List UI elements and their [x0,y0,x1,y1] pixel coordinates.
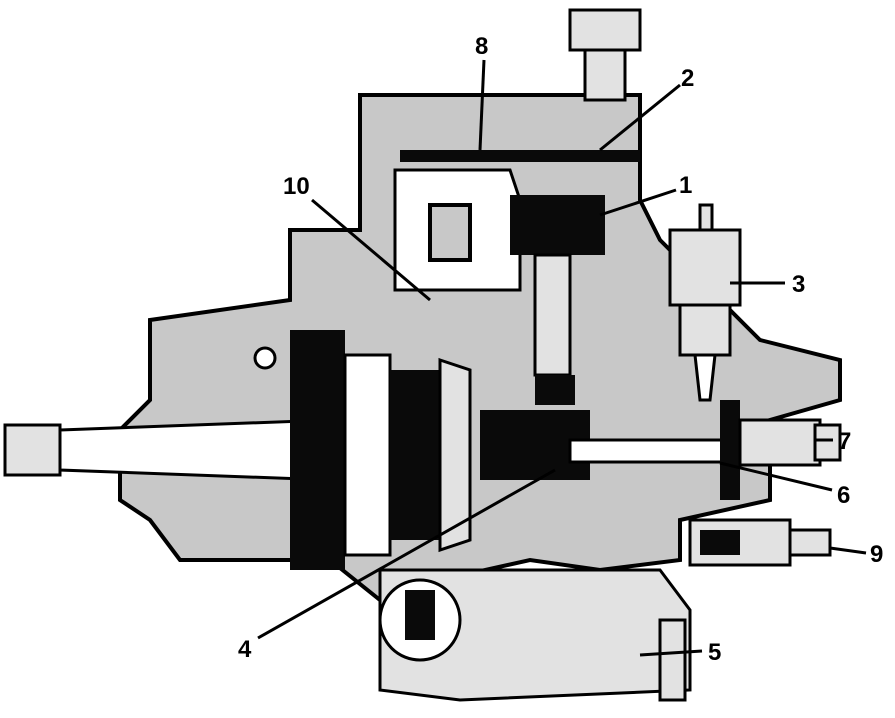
callout-9: 9 [870,541,883,568]
leader-9 [829,546,867,555]
callout-1: 1 [679,172,692,199]
leader-lines [257,59,867,657]
leader-8 [478,59,486,151]
leader-10 [311,198,431,302]
callout-8: 8 [475,33,488,60]
top-bolt-shank [583,48,627,102]
shaft-spline [3,423,62,477]
leader-6 [719,461,833,492]
leader-4 [257,468,556,640]
control-plate [400,150,640,162]
fuel-cutoff-solenoid [668,203,742,402]
leader-1 [599,188,677,217]
overflow-valve [688,518,832,567]
callout-6: 6 [837,482,850,509]
leader-2 [599,83,681,152]
callout-10: 10 [283,173,310,200]
callout-7: 7 [838,428,851,455]
solenoid-core [428,203,472,262]
callout-5: 5 [708,639,721,666]
pump-housing [118,8,842,702]
callout-2: 2 [681,65,694,92]
cam-disc [438,357,472,553]
callout-4: 4 [238,636,252,663]
top-bolt-head [568,8,642,52]
control-sleeve [510,195,605,255]
delivery-valve-holder [738,418,822,467]
plunger-shaft [533,253,572,377]
drive-shaft [3,330,842,570]
callout-3: 3 [792,271,805,298]
lever-pin [658,618,687,702]
distributor-plunger [568,438,732,464]
leader-5 [639,649,703,657]
timing-piston-core [405,590,435,640]
hole [253,346,277,370]
